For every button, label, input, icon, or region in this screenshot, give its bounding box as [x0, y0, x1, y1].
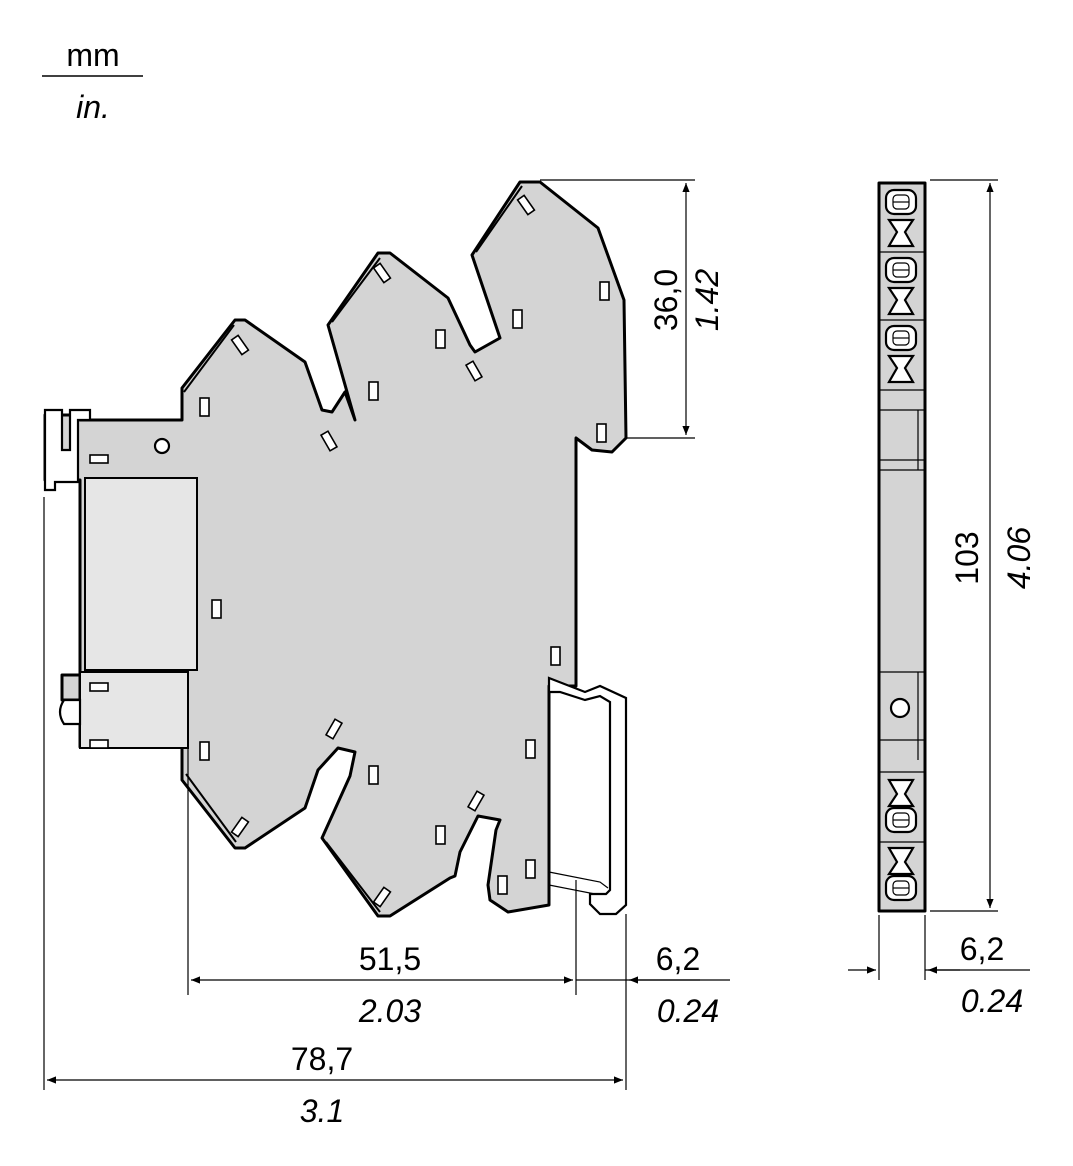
- slot: [89, 682, 109, 692]
- unit-inch: in.: [76, 89, 110, 125]
- dim-body-depth-in: 2.03: [358, 993, 421, 1029]
- dim-rail-depth-mm: 6,2: [656, 941, 700, 977]
- screw-terminals: [884, 188, 918, 902]
- din-clip-top: [43, 408, 92, 492]
- units-legend: mm in.: [42, 37, 143, 125]
- dim-total-height-in: 4.06: [1001, 527, 1037, 589]
- dimension-labels: 36,0 1.42 103 4.06 51,5 2.03 6,2 0.24 78…: [291, 269, 1037, 1129]
- slot: [89, 739, 109, 749]
- relay-housing: [43, 180, 628, 918]
- dim-total-height-mm: 103: [949, 531, 985, 584]
- coil-block: [84, 477, 198, 671]
- dim-terminal-height-mm: 36,0: [648, 269, 684, 331]
- dim-rail-depth-in: 0.24: [657, 993, 719, 1029]
- led-icon: [58, 698, 82, 726]
- dim-width-in: 0.24: [961, 983, 1023, 1019]
- din-rail: [547, 676, 628, 916]
- dimension-lines: [43, 179, 1030, 1090]
- dim-total-depth-mm: 78,7: [291, 1041, 353, 1077]
- dim-terminal-height-in: 1.42: [689, 269, 725, 331]
- front-housing: [877, 181, 927, 913]
- dim-width-mm: 6,2: [960, 931, 1004, 967]
- relay-side-view: [43, 180, 628, 918]
- dim-body-depth-mm: 51,5: [359, 941, 421, 977]
- unit-mm: mm: [66, 37, 119, 73]
- led-front-icon: [889, 697, 911, 719]
- relay-front-view: [877, 181, 927, 913]
- dim-total-depth-in: 3.1: [300, 1093, 344, 1129]
- slot: [89, 454, 109, 464]
- release-hole: [153, 437, 171, 455]
- terminal-slots: [199, 194, 610, 908]
